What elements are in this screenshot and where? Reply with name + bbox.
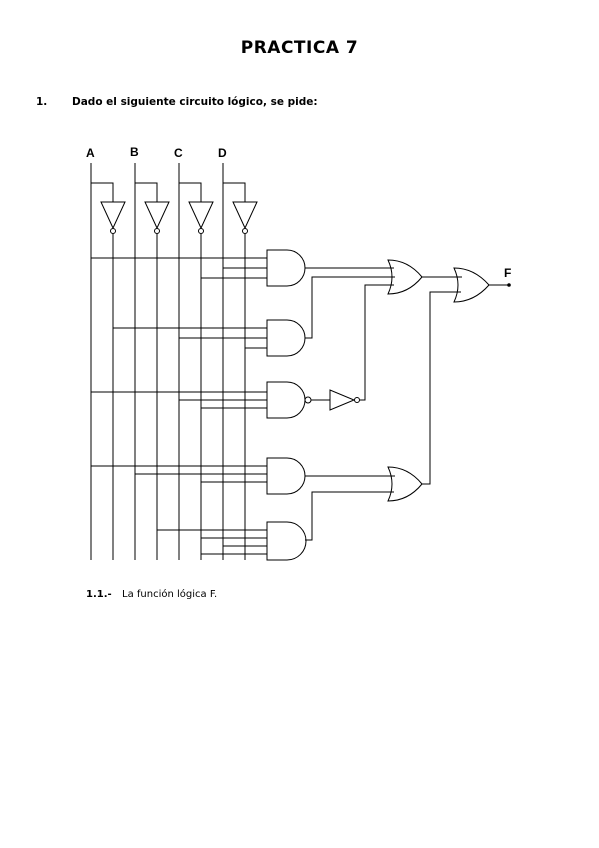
not-gate-b bbox=[144, 201, 170, 230]
page-title: PRACTICA 7 bbox=[240, 38, 359, 58]
output-label-f: F bbox=[504, 266, 511, 280]
or-gate-1 bbox=[387, 259, 423, 295]
and-gate-1 bbox=[266, 249, 306, 287]
nand-gate-3 bbox=[266, 381, 306, 419]
input-label-c: C bbox=[174, 146, 183, 160]
or-gate-2 bbox=[387, 466, 423, 502]
and-gate-4 bbox=[266, 457, 306, 495]
or-gate-final bbox=[453, 267, 490, 303]
not-gate-c bbox=[188, 201, 214, 230]
subquestion-text: La función lógica F. bbox=[122, 589, 218, 600]
input-label-b: B bbox=[130, 145, 139, 159]
subquestion-number: 1.1.- bbox=[86, 589, 112, 600]
input-label-d: D bbox=[218, 146, 227, 160]
input-label-a: A bbox=[86, 146, 95, 160]
and-gate-5 bbox=[266, 521, 307, 561]
question-number: 1. bbox=[36, 96, 48, 108]
and-gate-2 bbox=[266, 319, 306, 357]
not-gate-after-nand bbox=[329, 389, 356, 411]
not-gate-d bbox=[232, 201, 258, 230]
not-gate-a bbox=[100, 201, 126, 230]
question-text: Dado el siguiente circuito lógico, se pi… bbox=[72, 96, 318, 108]
